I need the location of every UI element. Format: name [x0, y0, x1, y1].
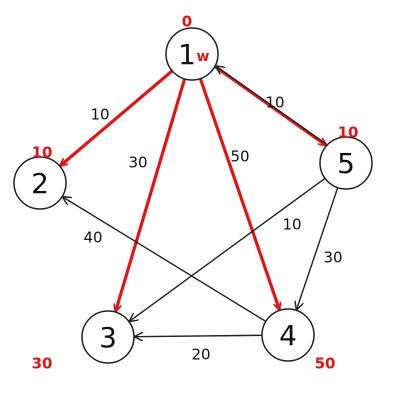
- node-4[interactable]: 4: [261, 308, 315, 362]
- node-circle: [165, 27, 219, 81]
- edge-5-4: [297, 187, 339, 310]
- node-distance-1: 0: [182, 13, 192, 31]
- edge-4-3: [135, 335, 262, 336]
- edge-5-1: [216, 66, 327, 145]
- node-circle: [13, 156, 67, 210]
- node-distance-4: 50: [315, 355, 336, 373]
- edge-1-5: [214, 65, 326, 145]
- node-distance-5: 10: [338, 124, 359, 142]
- node-label: 3: [99, 321, 117, 354]
- edges-layer: [61, 65, 339, 336]
- node-circle: [81, 310, 135, 364]
- edge-weight-5-3: 10: [282, 216, 301, 234]
- node-distance-2: 10: [32, 144, 53, 162]
- node-marker: w: [197, 49, 210, 65]
- node-label: 5: [337, 147, 355, 180]
- edge-4-2: [63, 197, 266, 322]
- edge-weight-1-3: 30: [128, 154, 147, 172]
- edge-weight-4-3: 20: [191, 346, 210, 364]
- node-3[interactable]: 3: [81, 310, 135, 364]
- node-circle: [319, 136, 373, 190]
- edge-weight-1-5: 10: [265, 94, 284, 112]
- labels-layer: 10 30 50 10 40 20 10 30 0 10 30 50 10: [32, 13, 359, 373]
- edge-weight-4-2: 40: [83, 229, 102, 247]
- node-label: 4: [279, 319, 297, 352]
- edge-1-3: [116, 78, 186, 311]
- edge-1-4: [199, 77, 280, 310]
- node-label: 1: [178, 38, 196, 71]
- node-5[interactable]: 5: [319, 136, 373, 190]
- edge-weight-1-4: 50: [230, 148, 249, 166]
- node-2[interactable]: 2: [13, 156, 67, 210]
- node-distance-3: 30: [32, 355, 53, 373]
- edge-weight-5-4: 30: [323, 249, 342, 267]
- edge-5-3: [130, 178, 325, 321]
- edge-1-2: [61, 69, 173, 166]
- edge-weight-1-2: 10: [90, 106, 109, 124]
- node-circle: [261, 308, 315, 362]
- node-label: 2: [31, 167, 49, 200]
